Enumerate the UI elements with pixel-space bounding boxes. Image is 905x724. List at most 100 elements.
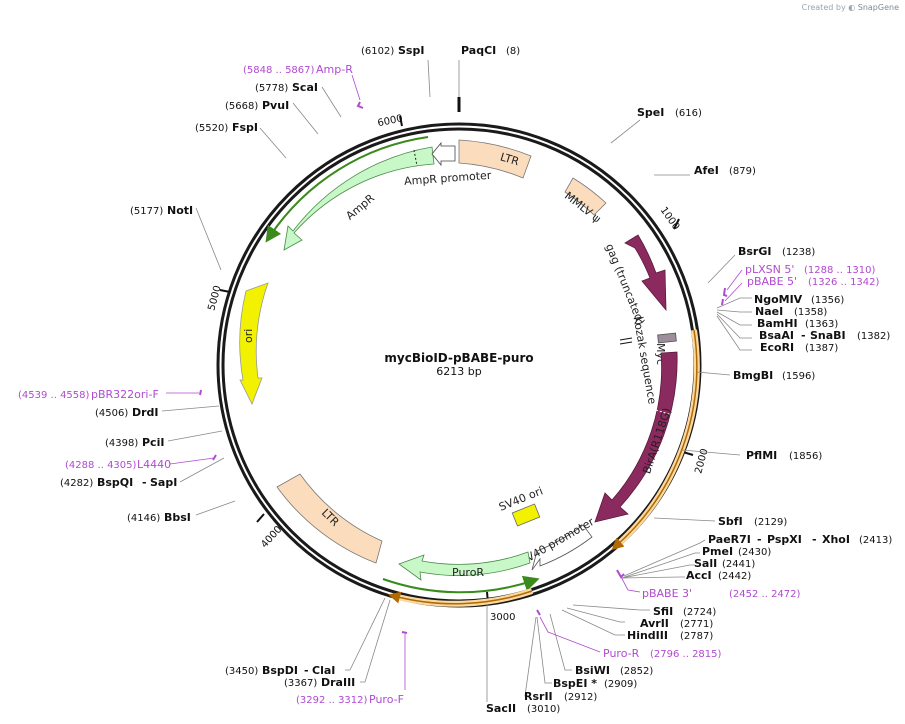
svg-text:(1387): (1387) xyxy=(805,343,838,354)
primer-puro-r[interactable]: Puro-R (2796 .. 2815) xyxy=(603,647,722,660)
site-bspqi-sapi[interactable]: (4282) BspQI - SapI xyxy=(60,476,177,489)
feature-label-ori: ori xyxy=(242,329,255,343)
svg-text:(1596): (1596) xyxy=(782,371,815,382)
svg-text:SbfI: SbfI xyxy=(718,515,743,528)
feature-label-ampr: AmpR xyxy=(344,191,378,222)
svg-text:AfeI: AfeI xyxy=(694,164,719,177)
svg-text:(1288 .. 1310): (1288 .. 1310) xyxy=(804,265,876,276)
feature-puror[interactable]: PuroR xyxy=(398,551,531,581)
svg-text:(5668): (5668) xyxy=(225,101,258,112)
svg-text:(4288 .. 4305): (4288 .. 4305) xyxy=(65,460,137,471)
snapgene-logo-icon: ◐ xyxy=(848,3,856,12)
svg-text:(4506): (4506) xyxy=(95,408,128,419)
site-bsaai-snabi[interactable]: BsaAI - SnaBI (1382) xyxy=(759,329,890,342)
svg-text:(5848 .. 5867): (5848 .. 5867) xyxy=(243,65,315,76)
svg-text:BsiWI: BsiWI xyxy=(575,664,610,677)
site-sbfi[interactable]: SbfI (2129) xyxy=(718,515,787,528)
site-sacii[interactable]: SacII (3010) xyxy=(486,702,560,715)
svg-text:(6102): (6102) xyxy=(361,46,394,57)
svg-text:(2430): (2430) xyxy=(738,547,771,558)
svg-text:(1326 .. 1342): (1326 .. 1342) xyxy=(808,277,880,288)
feature-mmlv-psi[interactable]: MMLV ψ xyxy=(562,177,607,225)
site-ngomiv[interactable]: NgoMIV (1356) xyxy=(754,293,844,306)
svg-text:BsaAI: BsaAI xyxy=(759,329,794,342)
orf-bira-outer xyxy=(611,329,700,550)
svg-text:BbsI: BbsI xyxy=(164,511,191,524)
site-bbsi[interactable]: (4146) BbsI xyxy=(127,511,191,524)
site-paqci[interactable]: PaqCI (8) xyxy=(461,44,520,57)
svg-text:SapI: SapI xyxy=(150,476,177,489)
site-labels: PaqCI (8) (6102) SspI SpeI (616) AfeI (8… xyxy=(60,44,892,715)
svg-text:(2912): (2912) xyxy=(564,692,597,703)
primer-pbabe-3[interactable]: pBABE 3' (2452 .. 2472) xyxy=(642,587,801,600)
site-bspei[interactable]: BspEI * (2909) xyxy=(553,677,637,690)
feature-ltr-top[interactable]: LTR xyxy=(458,139,532,179)
primer-pbr322ori-f[interactable]: (4539 .. 4558) pBR322ori-F xyxy=(18,388,159,401)
svg-text:PmeI: PmeI xyxy=(702,545,733,558)
primer-puro-f[interactable]: (3292 .. 3312) Puro-F xyxy=(296,693,404,706)
svg-text:EcoRI: EcoRI xyxy=(760,341,794,354)
svg-text:(4398): (4398) xyxy=(105,438,138,449)
site-draiii[interactable]: (3367) DraIII xyxy=(284,676,355,689)
site-spei[interactable]: SpeI (616) xyxy=(637,106,702,119)
svg-text:(3450): (3450) xyxy=(225,666,258,677)
svg-text:AccI: AccI xyxy=(686,569,712,582)
svg-text:SalI: SalI xyxy=(694,557,717,570)
svg-text:(879): (879) xyxy=(729,166,756,177)
site-bamhi[interactable]: BamHI (1363) xyxy=(757,317,838,330)
svg-text:pBR322ori-F: pBR322ori-F xyxy=(91,388,159,401)
primer-l4440[interactable]: (4288 .. 4305) L4440 xyxy=(65,458,171,471)
svg-text:PaqCI: PaqCI xyxy=(461,44,496,57)
svg-text:(2441): (2441) xyxy=(722,559,755,570)
feature-bira[interactable]: BirA(R118G) xyxy=(594,351,678,523)
site-leaders xyxy=(161,59,752,702)
site-noti[interactable]: (5177) NotI xyxy=(130,204,193,217)
svg-text:(8): (8) xyxy=(506,46,520,57)
site-acci[interactable]: AccI (2442) xyxy=(686,569,751,582)
site-bsrgi[interactable]: BsrGI (1238) xyxy=(738,245,815,258)
svg-text:Puro-F: Puro-F xyxy=(369,693,404,706)
svg-text:(3367): (3367) xyxy=(284,678,317,689)
svg-text:DraIII: DraIII xyxy=(321,676,355,689)
feature-ori[interactable]: ori xyxy=(239,282,269,405)
primer-plxsn-5[interactable]: pLXSN 5' (1288 .. 1310) xyxy=(745,263,876,276)
svg-text:(1358): (1358) xyxy=(794,307,827,318)
site-sali[interactable]: SalI (2441) xyxy=(694,557,755,570)
site-naei[interactable]: NaeI (1358) xyxy=(755,305,827,318)
site-ecori[interactable]: EcoRI (1387) xyxy=(760,341,838,354)
plasmid-length: 6213 bp xyxy=(436,365,481,378)
feature-label-ltr-top: LTR xyxy=(499,150,521,168)
site-pcii[interactable]: (4398) PciI xyxy=(105,436,164,449)
primer-amp-r[interactable]: (5848 .. 5867) Amp-R xyxy=(243,63,353,76)
site-fspi[interactable]: (5520) FspI xyxy=(195,121,258,134)
feature-sv40-ori[interactable]: SV40 ori xyxy=(497,484,545,527)
credit-prefix: Created by xyxy=(801,3,846,12)
primer-pbabe-5[interactable]: pBABE 5' (1326 .. 1342) xyxy=(747,275,880,288)
svg-text:SpeI: SpeI xyxy=(637,106,664,119)
svg-text:PaeR7I: PaeR7I xyxy=(708,533,751,546)
site-pflmi[interactable]: PflMI (1856) xyxy=(746,449,822,462)
feature-ltr-left[interactable]: LTR xyxy=(276,473,383,564)
site-sfii[interactable]: SfiI (2724) xyxy=(653,605,716,618)
site-avrii[interactable]: AvrII (2771) xyxy=(640,617,713,630)
svg-text:XhoI: XhoI xyxy=(822,533,850,546)
site-afei[interactable]: AfeI (879) xyxy=(694,164,756,177)
svg-text:(1363): (1363) xyxy=(805,319,838,330)
site-bspdi-clai[interactable]: (3450) BspDI - ClaI xyxy=(225,664,335,677)
feature-label-ampr-promoter: AmpR promoter xyxy=(404,169,493,188)
site-hindiii[interactable]: HindIII (2787) xyxy=(627,629,713,642)
site-bsiwi[interactable]: BsiWI (2852) xyxy=(575,664,653,677)
feature-ampr[interactable]: AmpR xyxy=(283,146,435,251)
site-scai[interactable]: (5778) ScaI xyxy=(255,81,318,94)
feature-ampr-promoter[interactable]: AmpR promoter xyxy=(404,141,493,188)
site-paer7i[interactable]: PaeR7I - PspXI - XhoI (2413) xyxy=(708,533,892,546)
svg-text:FspI: FspI xyxy=(232,121,258,134)
feature-gag[interactable]: gag (truncated) xyxy=(603,234,667,327)
site-sspi[interactable]: (6102) SspI xyxy=(361,44,424,57)
site-bmgbi[interactable]: BmgBI (1596) xyxy=(733,369,815,382)
svg-text:-: - xyxy=(142,476,147,489)
site-rsrii[interactable]: RsrII (2912) xyxy=(524,690,597,703)
site-drdi[interactable]: (4506) DrdI xyxy=(95,406,159,419)
site-pmei[interactable]: PmeI (2430) xyxy=(702,545,771,558)
site-pvui[interactable]: (5668) PvuI xyxy=(225,99,289,112)
